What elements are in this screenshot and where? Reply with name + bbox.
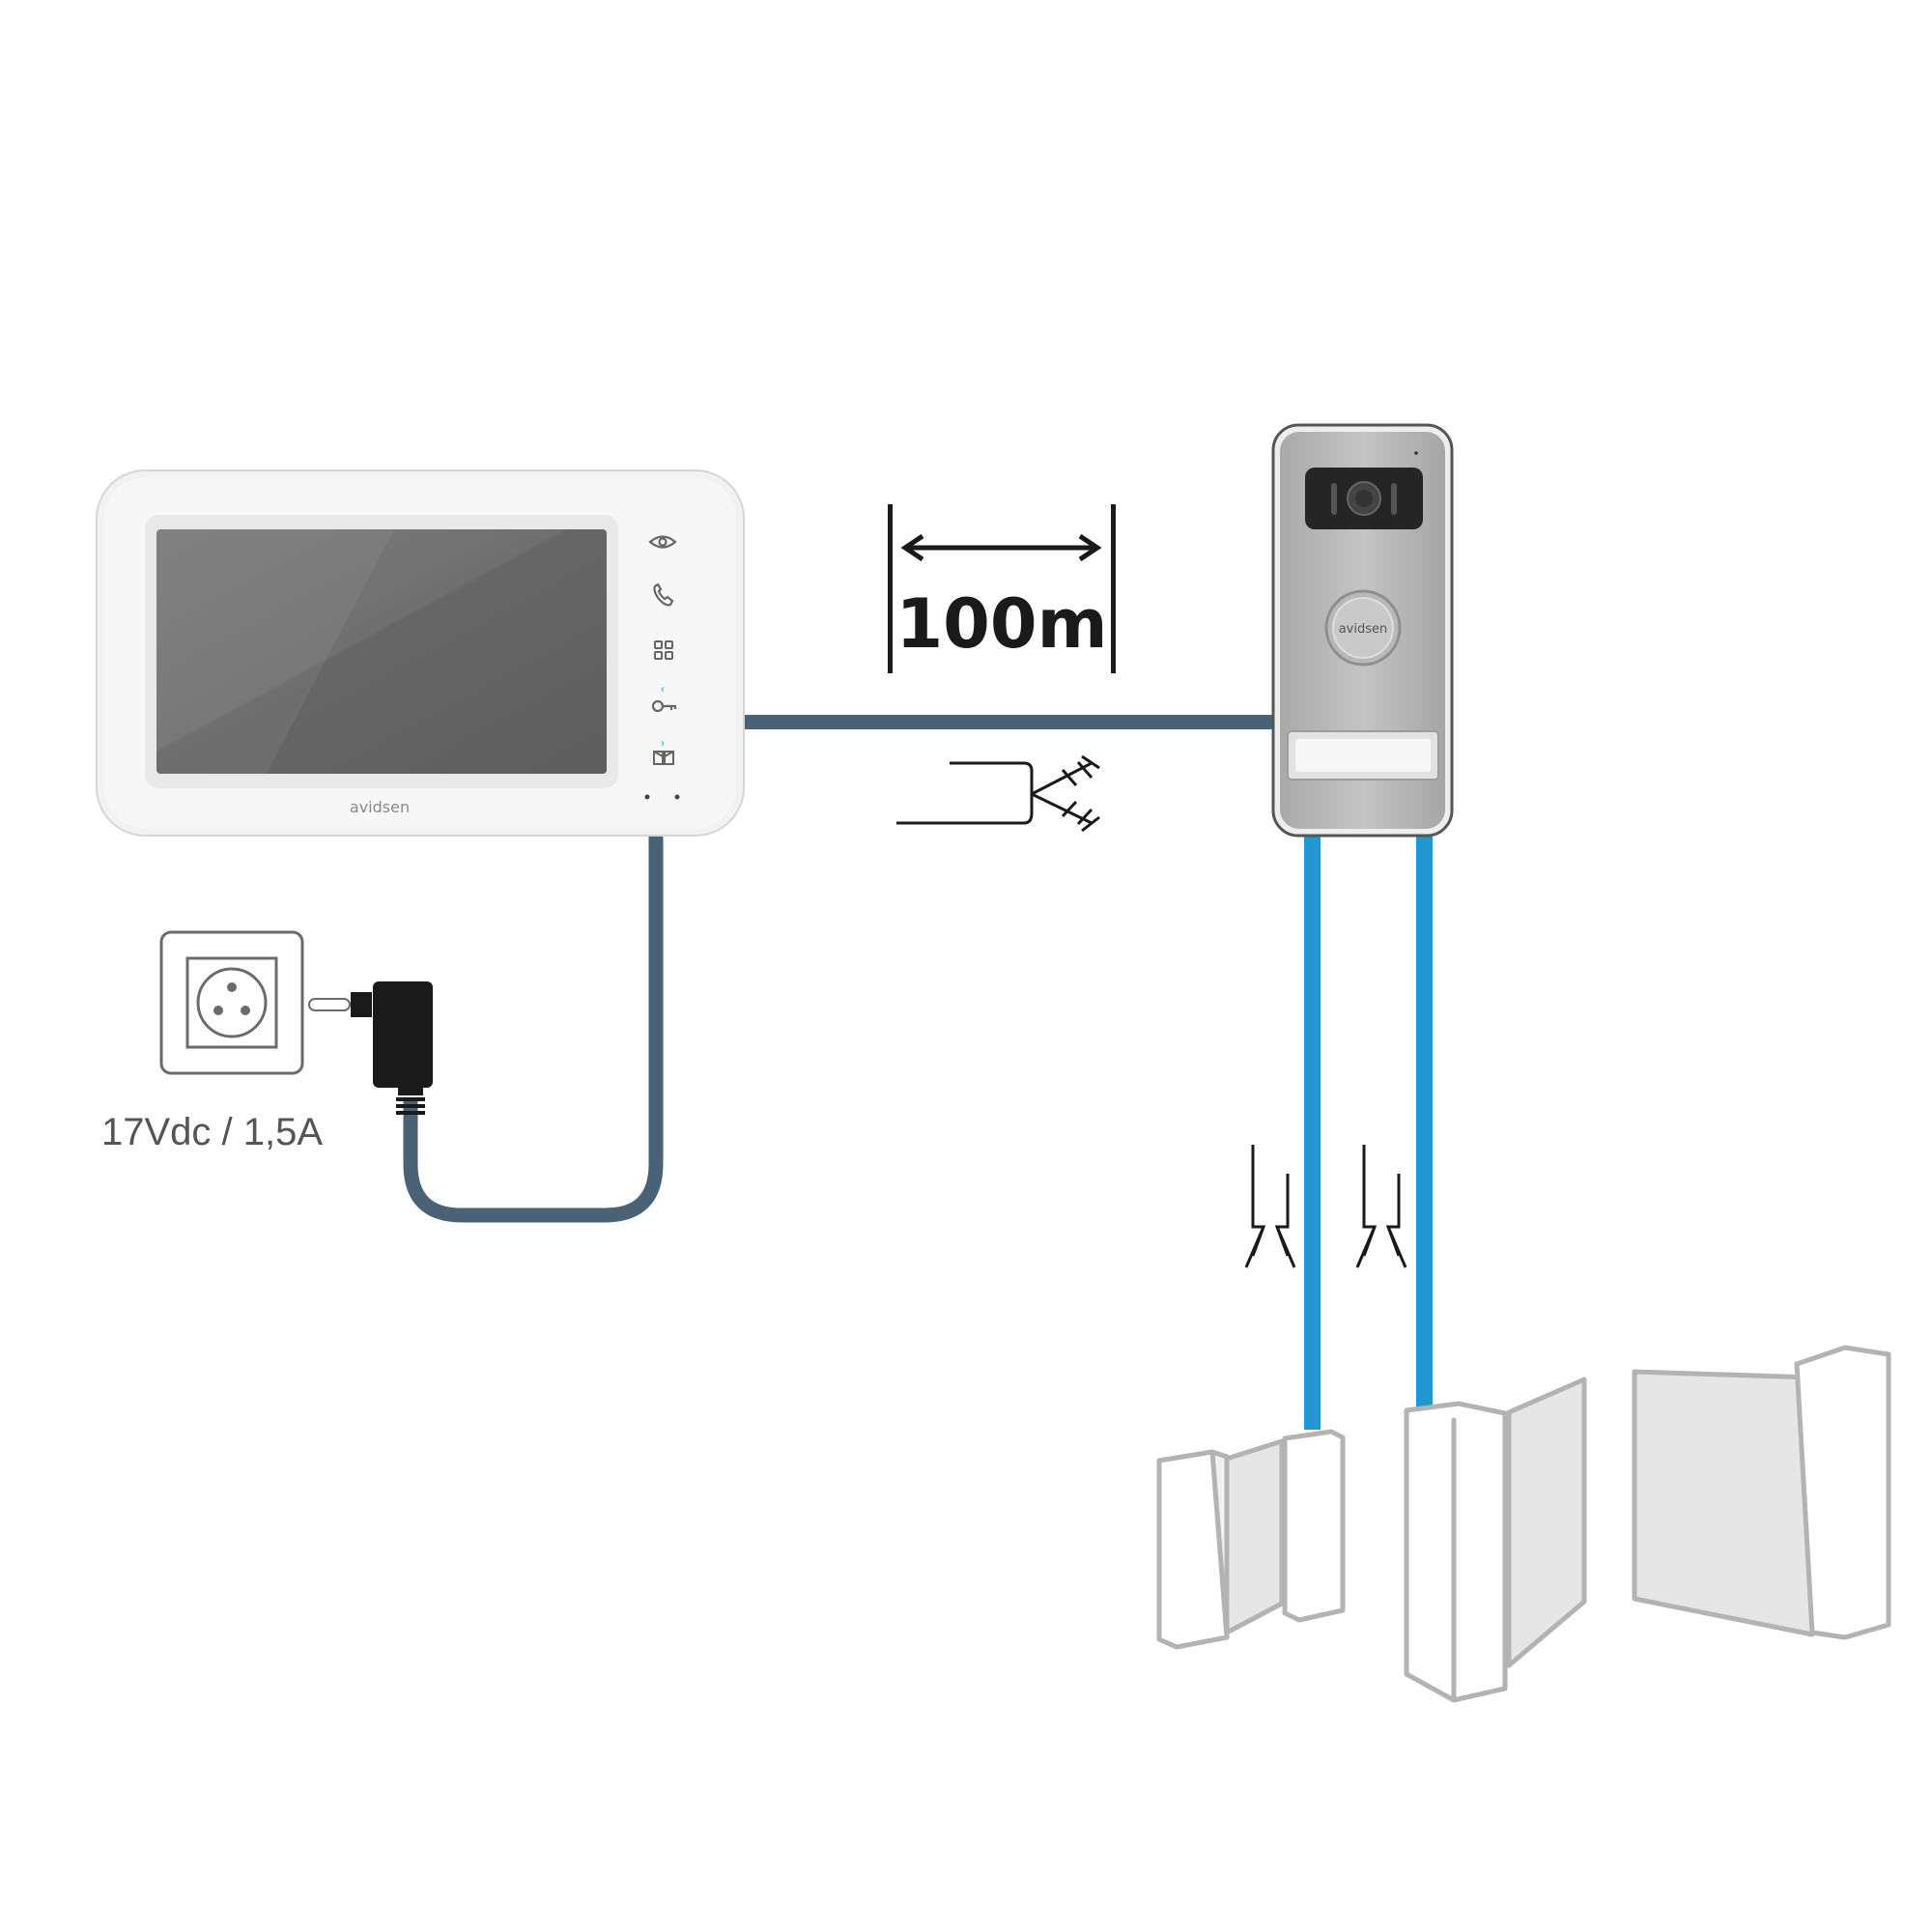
distance-indicator: 100m bbox=[888, 504, 1116, 673]
right-arrow-icon: › bbox=[661, 736, 665, 750]
menu-grid-icon[interactable] bbox=[654, 640, 673, 660]
key-icon[interactable] bbox=[651, 699, 677, 713]
gate-wire-connector-icon bbox=[1355, 1145, 1407, 1268]
call-button[interactable]: avidsen bbox=[1324, 589, 1402, 667]
distance-label: 100m bbox=[895, 584, 1107, 664]
indoor-monitor: ‹ › avidsen bbox=[96, 469, 745, 837]
left-arrow-icon: ‹ bbox=[661, 682, 665, 696]
eye-icon[interactable] bbox=[648, 535, 677, 549]
power-adapter-icon bbox=[308, 981, 433, 1115]
outdoor-station: avidsen bbox=[1271, 423, 1454, 838]
pedestrian-gate-icon bbox=[1156, 1429, 1346, 1650]
led-dot-icon bbox=[674, 794, 680, 800]
gate-icon[interactable] bbox=[653, 751, 674, 765]
lock-wire-connector-icon bbox=[1244, 1145, 1296, 1268]
monitor-screen bbox=[156, 529, 607, 774]
accessory-cable-left bbox=[1304, 836, 1321, 1430]
power-cable bbox=[403, 836, 664, 1223]
bus-cable-monitor-to-station bbox=[742, 715, 1273, 729]
power-rating-label: 17Vdc / 1,5A bbox=[101, 1111, 323, 1153]
accessory-cable-right bbox=[1416, 836, 1433, 1412]
phone-icon[interactable] bbox=[653, 582, 674, 607]
two-wire-connector-icon bbox=[896, 754, 1100, 833]
station-logo: avidsen bbox=[1339, 622, 1388, 637]
mic-dot-icon bbox=[644, 794, 650, 800]
wall-socket-icon bbox=[159, 930, 304, 1075]
monitor-logo: avidsen bbox=[350, 798, 410, 816]
swing-gate-icon bbox=[1404, 1345, 1891, 1703]
